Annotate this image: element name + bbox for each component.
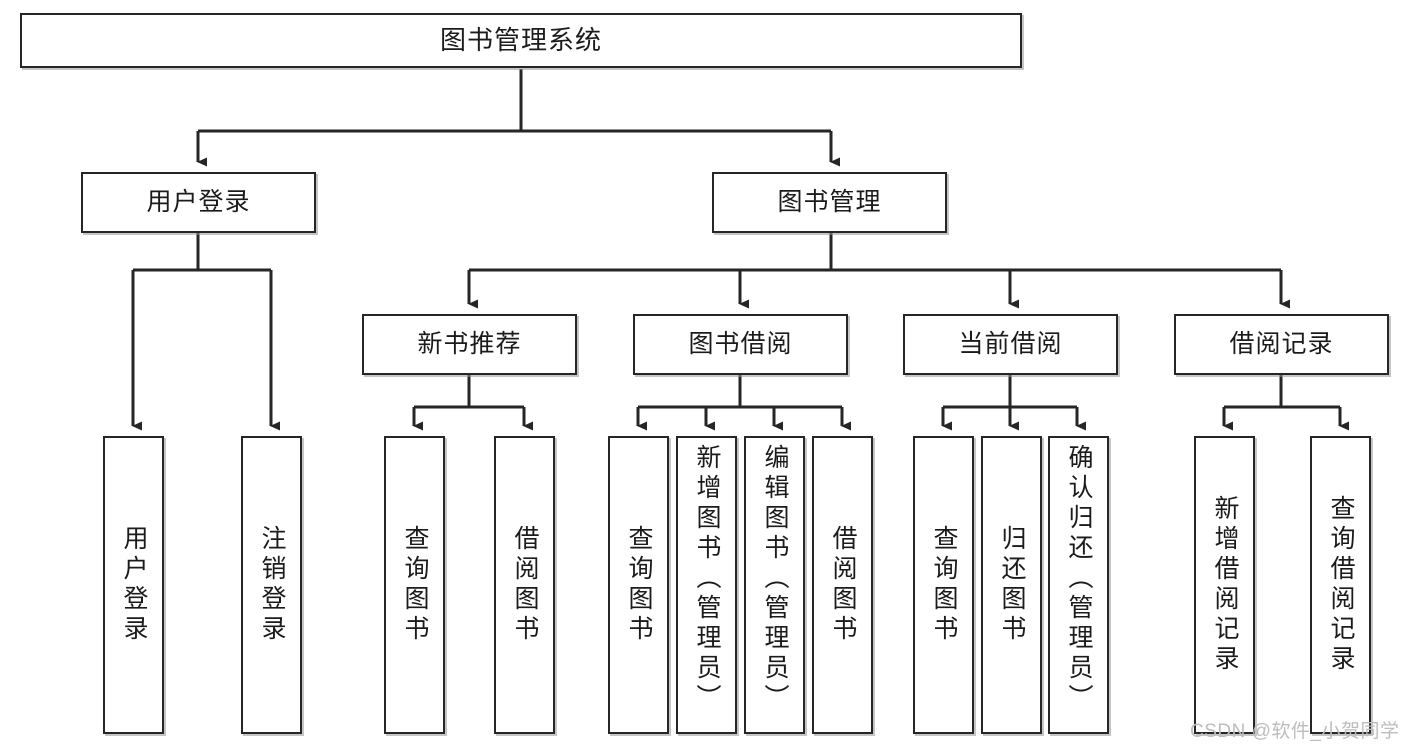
node-label: 新书推荐 [417, 330, 522, 359]
node-leaf-edit-book[interactable]: 编辑图书（管理员） [744, 436, 805, 734]
node-leaf-query-book-3[interactable]: 查询图书 [913, 436, 974, 734]
node-label: 归还图书 [998, 525, 1026, 645]
node-label: 查询图书 [930, 525, 958, 645]
node-borrow-record[interactable]: 借阅记录 [1174, 314, 1389, 375]
node-leaf-add-record[interactable]: 新增借阅记录 [1194, 436, 1255, 734]
node-label: 借阅图书 [829, 525, 857, 645]
node-leaf-add-book[interactable]: 新增图书（管理员） [676, 436, 737, 734]
node-label: 用户登录 [146, 188, 251, 217]
csdn-watermark: CSDN @软件_小贺同学 [1190, 721, 1400, 742]
node-label: 查询图书 [401, 525, 429, 645]
node-book-borrow[interactable]: 图书借阅 [633, 314, 848, 375]
node-label: 用户登录 [120, 525, 148, 645]
node-leaf-query-book-2[interactable]: 查询图书 [608, 436, 669, 734]
node-label: 图书借阅 [688, 330, 793, 359]
node-leaf-borrow-book-1[interactable]: 借阅图书 [494, 436, 555, 734]
node-label: 编辑图书（管理员） [761, 444, 789, 714]
node-label: 当前借阅 [958, 330, 1063, 359]
node-label: 确认归还（管理员） [1065, 444, 1093, 714]
node-user-login[interactable]: 用户登录 [81, 172, 316, 233]
node-book-manage[interactable]: 图书管理 [712, 172, 947, 233]
node-label: 查询借阅记录 [1327, 495, 1355, 675]
node-leaf-query-record[interactable]: 查询借阅记录 [1310, 436, 1371, 734]
node-current-borrow[interactable]: 当前借阅 [903, 314, 1118, 375]
node-new-book-recommend[interactable]: 新书推荐 [362, 314, 577, 375]
node-label: 图书管理 [777, 188, 882, 217]
node-leaf-return-book[interactable]: 归还图书 [981, 436, 1042, 734]
node-label: 借阅图书 [511, 525, 539, 645]
node-leaf-query-book-1[interactable]: 查询图书 [384, 436, 445, 734]
node-leaf-confirm-return[interactable]: 确认归还（管理员） [1048, 436, 1109, 734]
node-leaf-borrow-book-2[interactable]: 借阅图书 [812, 436, 873, 734]
node-label: 新增图书（管理员） [693, 444, 721, 714]
node-label: 图书管理系统 [439, 24, 602, 55]
node-label: 新增借阅记录 [1211, 495, 1239, 675]
node-label: 借阅记录 [1229, 330, 1334, 359]
node-root-book-management-system[interactable]: 图书管理系统 [20, 13, 1022, 68]
node-leaf-logout[interactable]: 注销登录 [241, 436, 302, 734]
node-leaf-user-login[interactable]: 用户登录 [103, 436, 164, 734]
node-label: 注销登录 [258, 525, 286, 645]
node-label: 查询图书 [625, 525, 653, 645]
